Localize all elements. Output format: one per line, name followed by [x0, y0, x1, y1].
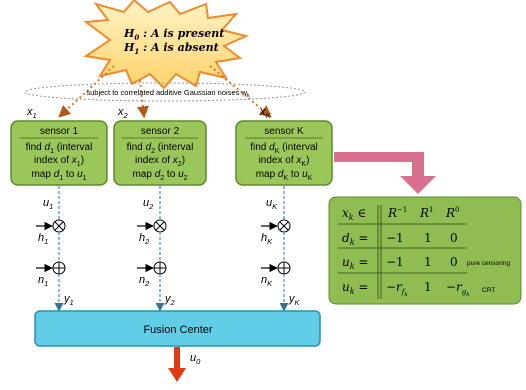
sensor-k-box: sensor K find dK (interval index of xK) …	[235, 120, 333, 186]
sensor-k-line3: map dK to uK	[256, 169, 313, 182]
u-label-k: uK	[266, 197, 278, 211]
fusion-center-label: Fusion Center	[143, 324, 212, 336]
table-row-u2-lhs: uk =	[342, 280, 368, 296]
h0-label: H0 : A is present	[123, 27, 224, 42]
y-label-k: yK	[288, 293, 301, 307]
sensor-k-title: sensor K	[264, 126, 304, 137]
sensor-1-input-label: x1	[26, 106, 37, 120]
table-row-u2-v2: 1	[424, 280, 432, 294]
sensor-1-title: sensor 1	[40, 126, 79, 137]
table-header-x: xk ∈	[342, 206, 366, 222]
source-arrow-k	[209, 65, 272, 118]
fusion-center-box: Fusion Center	[34, 310, 321, 347]
n-label-2: n2	[139, 274, 150, 288]
sensor-2-title: sensor 2	[141, 126, 180, 137]
n-label-k: nK	[261, 274, 273, 288]
source-arrow-2	[136, 79, 149, 119]
table-row-d-v3: 0	[450, 231, 458, 245]
table-row-u1-v3: 0	[450, 255, 458, 269]
u-label-1: u1	[43, 197, 53, 211]
table-row-d-v2: 1	[424, 231, 432, 245]
quantization-table: xk ∈ R−1 R1 R0 dk = −1 1 0 uk = −1 1 0 p…	[328, 196, 522, 305]
noise-ellipse-group: subject to correlated additive Gaussian …	[24, 82, 306, 102]
h1-label: H1 : A is absent	[123, 41, 219, 56]
sensor-2-line2: index of x2)	[135, 155, 185, 168]
table-row-u1-v1: −1	[386, 255, 404, 269]
sensor-1-line2: index of x1)	[34, 155, 84, 168]
hypothesis-starburst: H0 : A is present H1 : A is absent	[83, 0, 250, 90]
table-note-crt: CRT	[482, 287, 495, 294]
table-header-r0: R0	[445, 206, 460, 220]
sensor-1-line1: find d1 (interval	[26, 142, 93, 155]
channel-1: u1 h1 n1 y1	[36, 186, 74, 312]
h-label-1: h1	[38, 232, 48, 246]
sensor-1-line3: map d1 to u1	[31, 169, 86, 182]
channel-2: u2 h2 n2 y2	[137, 186, 176, 312]
sensor-2-box: sensor 2 find d2 (interval index of x2) …	[113, 120, 207, 186]
sensor-2-line3: map d2 to u2	[132, 169, 187, 182]
table-row-d-lhs: dk =	[342, 231, 368, 247]
table-header-r1: R1	[419, 206, 434, 220]
u-label-2: u2	[143, 197, 154, 211]
sensor-k-line2: index of xK)	[259, 155, 310, 168]
y-label-1: y1	[63, 293, 74, 307]
sensor-2-input-label: x2	[117, 106, 129, 120]
table-row-u2-v1: −rfk	[386, 280, 408, 298]
noise-ellipse	[24, 82, 306, 102]
table-row-d-v1: −1	[386, 231, 404, 245]
sensor-1-box: sensor 1 find d1 (interval index of x1) …	[10, 120, 108, 186]
source-arrow-1	[58, 65, 115, 118]
output-arrow: u0	[168, 347, 201, 382]
table-row-u1-lhs: uk =	[342, 255, 368, 271]
channel-k: uK hK nK yK	[261, 186, 301, 312]
sensor-2-line1: find d2 (interval	[127, 142, 194, 155]
n-label-1: n1	[38, 274, 48, 288]
output-label: u0	[190, 352, 201, 366]
table-header-r-neg1: R−1	[387, 206, 407, 220]
noise-label: subject to correlated additive Gaussian …	[86, 88, 250, 99]
table-note-pure-censoring: pure censoring	[467, 260, 510, 267]
table-row-u1-v2: 1	[424, 255, 432, 269]
sensor-k-input-label: xK	[259, 106, 272, 120]
y-label-2: y2	[164, 293, 176, 307]
starburst-shape	[83, 0, 250, 90]
h-label-2: h2	[139, 232, 150, 246]
h-label-k: hK	[261, 232, 273, 246]
source-arrows	[58, 65, 272, 119]
table-row-u2-v3: −rgk	[446, 280, 470, 298]
sensor-k-line1: find dK (interval	[250, 142, 318, 155]
bent-arrow	[334, 152, 436, 194]
